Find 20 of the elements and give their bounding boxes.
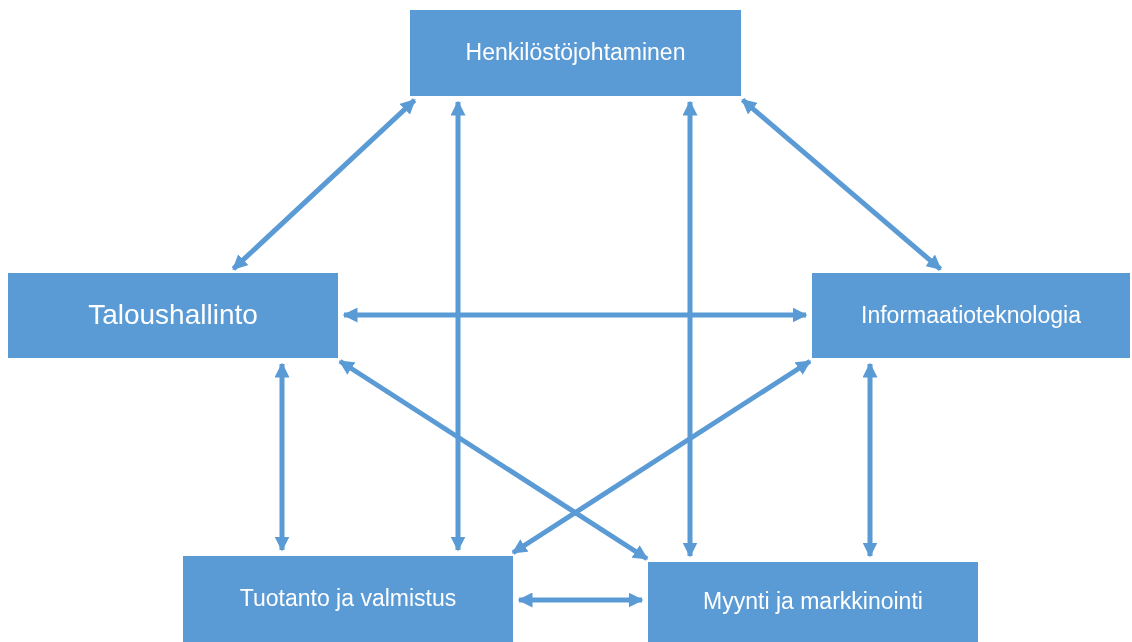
double-arrow xyxy=(511,359,812,555)
box-label: Taloushallinto xyxy=(88,300,258,331)
double-arrow xyxy=(274,362,290,552)
process-box xyxy=(812,273,1130,358)
double-arrow xyxy=(342,307,808,323)
box-label: Henkilöstöjohtaminen xyxy=(465,40,686,66)
process-box xyxy=(648,562,978,642)
process-box xyxy=(183,556,513,642)
double-arrow xyxy=(517,592,644,608)
box-label: Tuotanto ja valmistus xyxy=(239,586,457,612)
double-arrow xyxy=(740,98,943,271)
double-arrow xyxy=(682,100,698,558)
process-box xyxy=(8,273,338,358)
box-label: Informaatioteknologia xyxy=(861,302,1081,329)
double-arrow xyxy=(450,100,466,552)
double-arrow xyxy=(338,359,649,561)
box-label: Myynti ja markkinointi xyxy=(703,589,923,615)
double-arrow xyxy=(231,98,417,271)
process-box xyxy=(410,10,741,96)
double-arrow xyxy=(862,362,878,558)
